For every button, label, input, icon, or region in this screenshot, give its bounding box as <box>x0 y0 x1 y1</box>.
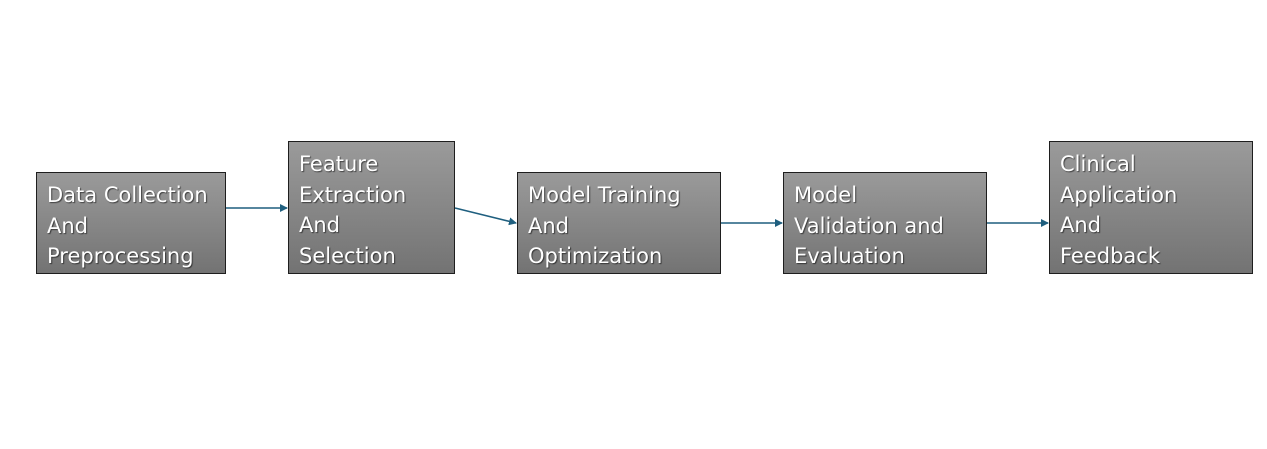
step-label-line: Optimization <box>528 244 663 268</box>
arrow-2-to-3 <box>454 207 517 226</box>
step-label-line: And <box>1060 213 1102 237</box>
step-model-validation: Model Validation and Evaluation <box>783 172 987 274</box>
step-clinical-application: Clinical Application And Feedback <box>1049 141 1253 274</box>
step-label-line: Extraction <box>299 182 407 207</box>
step-label-line: Application <box>1060 182 1178 207</box>
step-label-line: Evaluation <box>794 244 905 268</box>
step-label-line: Feedback <box>1060 243 1161 268</box>
step-feature-extraction: Feature Extraction And Selection <box>288 141 455 274</box>
step-label-line: Selection <box>299 243 396 268</box>
step-label-line: Clinical <box>1060 152 1136 176</box>
step-label-line: Preprocessing <box>47 244 194 268</box>
step-label-line: Feature <box>299 152 379 176</box>
step-label-line: Data Collection <box>47 183 208 207</box>
step-label-line: And <box>528 213 570 238</box>
step-label-line: And <box>47 213 89 238</box>
step-label-line: Model <box>794 183 858 207</box>
step-label-line: And <box>299 213 341 237</box>
step-label-line: Model Training <box>528 183 681 207</box>
step-model-training: Model Training And Optimization <box>517 172 721 274</box>
step-label-line: Validation and <box>794 213 944 238</box>
step-data-collection: Data Collection And Preprocessing <box>36 172 226 274</box>
